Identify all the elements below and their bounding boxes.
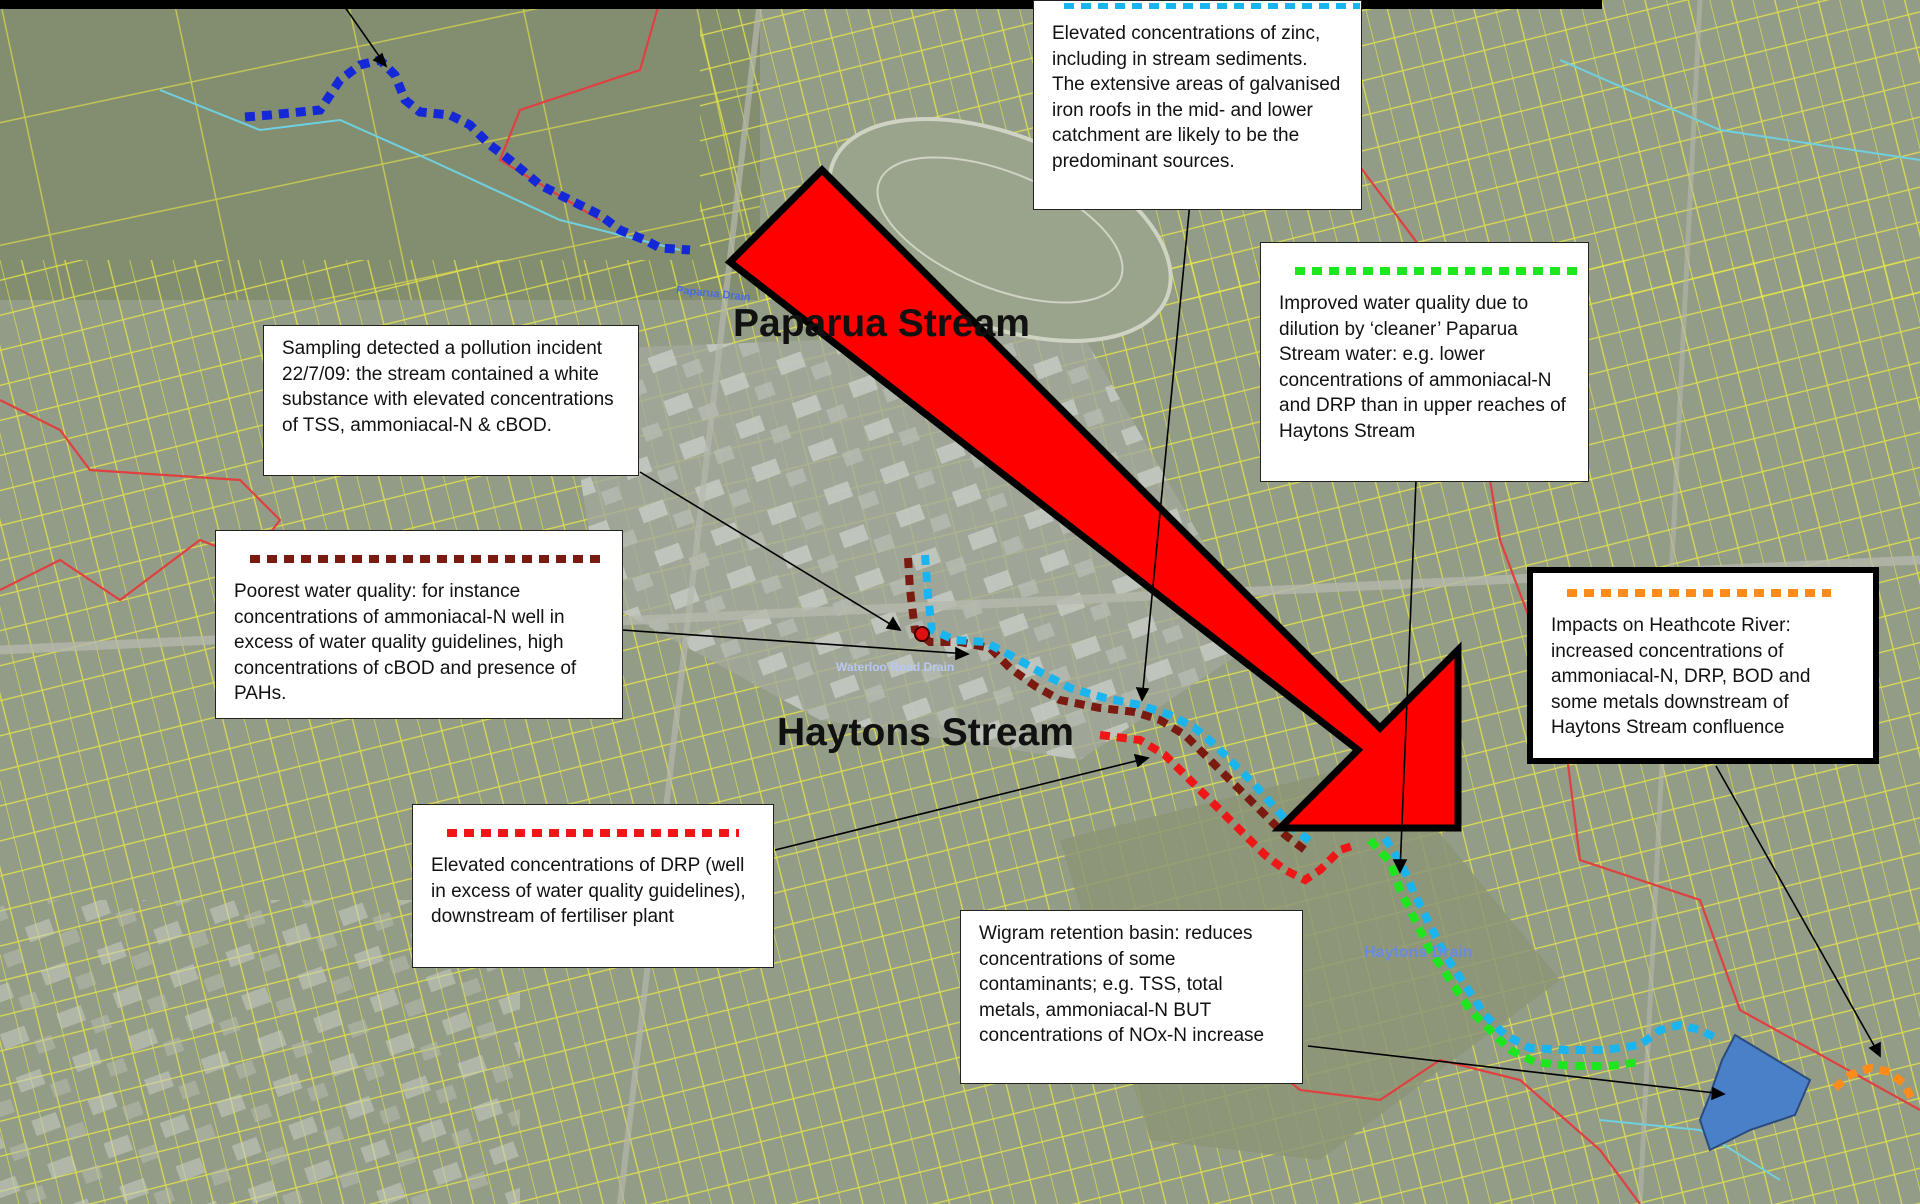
zinc-reach: [921, 554, 1318, 849]
callout-poorest-quality-text: Poorest water quality: for instance conc…: [234, 581, 577, 704]
callout-improved-quality: Improved water quality due to dilution b…: [1260, 242, 1589, 482]
legend-key-zinc: [1064, 3, 1360, 9]
callout-zinc: Elevated concentrations of zinc, includi…: [1033, 0, 1362, 210]
callout-heathcote-impacts-text: Impacts on Heathcote River: increased co…: [1551, 615, 1811, 738]
improved-quality-reach: [1367, 837, 1641, 1070]
flow-direction-arrow: [724, 165, 1462, 832]
header-bar: [0, 0, 1602, 9]
callout-zinc-text: Elevated concentrations of zinc, includi…: [1052, 23, 1341, 172]
callout-heathcote-impacts: Impacts on Heathcote River: increased co…: [1527, 567, 1879, 764]
sampling-point-marker: [914, 626, 930, 642]
callout-poorest-quality: Poorest water quality: for instance conc…: [215, 530, 623, 719]
legend-key-heathcote: [1567, 589, 1831, 597]
callout-pollution-incident: Sampling detected a pollution incident 2…: [263, 325, 639, 476]
drain-network-south: [1599, 1119, 1781, 1181]
leader-lines: [339, 0, 1881, 1101]
haytons-drain-label: Haytons Drain: [1364, 944, 1473, 961]
callout-drp: Elevated concentrations of DRP (well in …: [412, 804, 774, 968]
poorest-quality-reach: [904, 557, 1308, 854]
legend-key-poorest: [250, 555, 602, 563]
legend-key-improved: [1295, 267, 1577, 275]
waterloo-road-drain-label: Waterloo Road Drain: [836, 660, 955, 674]
catchment-boundary-south: [1249, 1049, 1641, 1204]
north-south-road: [617, 0, 763, 1204]
drp-reach: [1099, 731, 1357, 885]
heathcote-river-reach: [1832, 1063, 1916, 1102]
haytons-stream-label: Haytons Stream: [777, 711, 1074, 754]
paparua-stream-label: Paparua Stream: [733, 302, 1030, 345]
callout-pollution-incident-text: Sampling detected a pollution incident 2…: [282, 338, 614, 436]
callout-improved-quality-text: Improved water quality due to dilution b…: [1279, 293, 1566, 442]
drain-network-north: [159, 89, 681, 251]
callout-drp-text: Elevated concentrations of DRP (well in …: [431, 855, 746, 927]
callout-wigram-basin-text: Wigram retention basin: reduces concentr…: [979, 923, 1265, 1046]
racecourse-inner-track: [876, 156, 1124, 304]
wigram-retention-basin: [1698, 1033, 1812, 1152]
rural-field-lines: [0, 0, 760, 300]
drain-network-east: [1559, 59, 1920, 161]
zinc-reach-lower: [1381, 835, 1722, 1054]
legend-key-drp: [447, 829, 739, 837]
paparua-stream-upper-dotted: [244, 55, 691, 255]
callout-wigram-basin: Wigram retention basin: reduces concentr…: [960, 910, 1303, 1084]
